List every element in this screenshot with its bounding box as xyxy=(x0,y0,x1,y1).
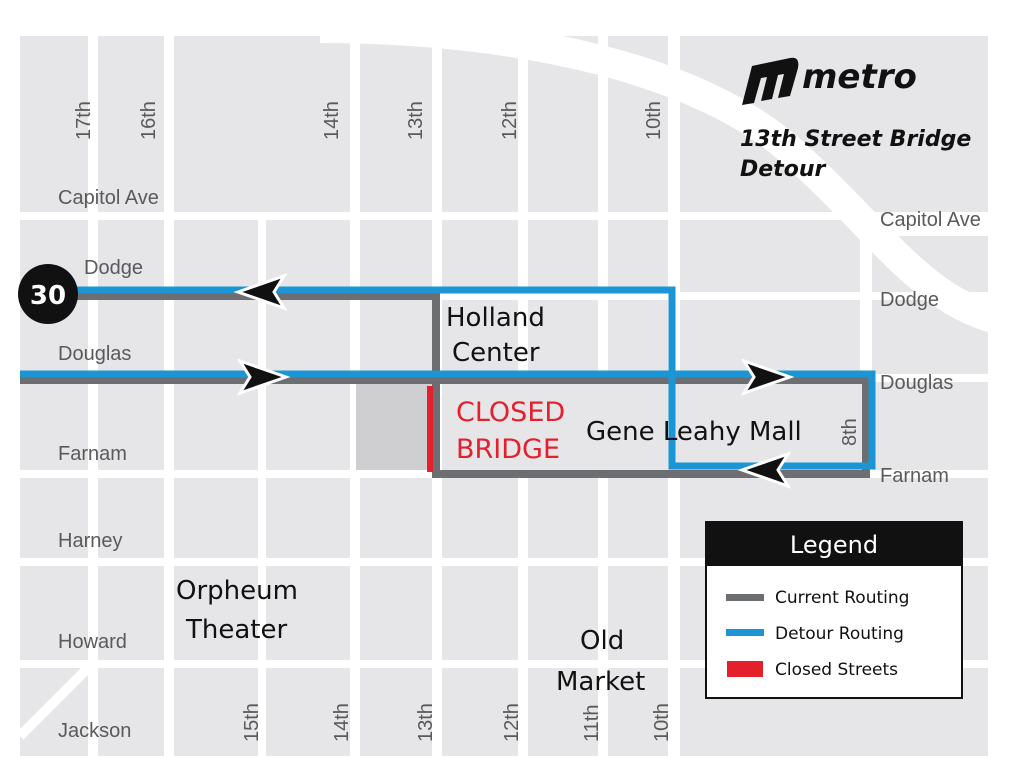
arrow-left-icon xyxy=(233,273,288,311)
street-capitol-left: Capitol Ave xyxy=(58,187,159,209)
street-13th-bottom: 13th xyxy=(415,703,437,742)
direction-arrows xyxy=(233,273,795,489)
title-line1: 13th Street Bridge xyxy=(740,127,971,152)
street-12th-top: 12th xyxy=(499,101,521,140)
street-dodge-right: Dodge xyxy=(880,289,939,311)
street-14th-bottom: 14th xyxy=(331,703,353,742)
metro-logo: metro xyxy=(742,57,917,105)
closed-bridge-label: CLOSED BRIDGE xyxy=(456,397,565,465)
legend-label-current: Current Routing xyxy=(775,588,909,608)
landmark-leahy: Gene Leahy Mall xyxy=(586,417,802,447)
street-13th-top: 13th xyxy=(405,101,427,140)
street-11th-bottom: 11th xyxy=(581,705,603,742)
landmark-holland-line2: Center xyxy=(452,338,540,368)
street-jackson: Jackson xyxy=(58,720,131,742)
landmark-orpheum-line2: Theater xyxy=(185,615,287,645)
route-badge-circle xyxy=(18,264,78,324)
street-10th-top: 10th xyxy=(643,101,665,140)
arrow-left-icon xyxy=(737,451,792,489)
route-number: 30 xyxy=(30,281,66,311)
street-16th-top: 16th xyxy=(138,101,160,140)
street-capitol-right: Capitol Ave xyxy=(880,209,981,231)
street-dodge-left: Dodge xyxy=(84,257,143,279)
street-farnam-left: Farnam xyxy=(58,443,127,465)
closed-label-line2: BRIDGE xyxy=(456,434,560,465)
legend-title: Legend xyxy=(790,531,878,559)
current-routing xyxy=(20,292,870,478)
landmark-orpheum-line1: Orpheum xyxy=(176,576,298,606)
street-17th-top: 17th xyxy=(73,101,95,140)
street-14th-top: 14th xyxy=(321,101,343,140)
street-harney: Harney xyxy=(58,530,122,552)
street-10th-bottom: 10th xyxy=(651,703,673,742)
map-title: 13th Street Bridge Detour xyxy=(740,127,971,182)
ns-street-labels-bottom: 15th 14th 13th 12th 11th 10th 8th xyxy=(241,418,861,742)
legend-label-closed: Closed Streets xyxy=(775,660,898,680)
closed-label-line1: CLOSED xyxy=(456,397,565,428)
ew-street-labels: Capitol Ave Capitol Ave Dodge Dodge Doug… xyxy=(58,187,981,742)
landmark-market-line1: Old xyxy=(580,626,624,656)
closed-block xyxy=(356,382,432,470)
ns-street-labels-top: 17th 16th 14th 13th 12th 10th xyxy=(73,101,665,140)
street-farnam-right: Farnam xyxy=(880,465,949,487)
arrow-right-icon xyxy=(740,358,795,396)
diagonal-road xyxy=(16,656,100,740)
landmark-holland-line1: Holland xyxy=(446,303,545,333)
street-15th-bottom: 15th xyxy=(241,703,263,742)
freeway xyxy=(319,13,1005,335)
legend-swatch-current xyxy=(726,594,764,601)
brand-name: metro xyxy=(802,57,917,97)
street-12th-bottom: 12th xyxy=(501,703,523,742)
legend-swatch-detour xyxy=(726,629,764,636)
legend-swatch-closed xyxy=(727,661,763,677)
street-douglas-right: Douglas xyxy=(880,372,953,394)
route-badge: 30 xyxy=(18,264,78,324)
arrow-right-icon xyxy=(236,358,291,396)
legend-header xyxy=(706,522,962,566)
street-8th: 8th xyxy=(839,418,861,446)
landmark-labels: Holland Center Gene Leahy Mall Orpheum T… xyxy=(176,303,802,697)
street-howard: Howard xyxy=(58,631,127,653)
landmark-market-line2: Market xyxy=(556,667,645,697)
legend-label-detour: Detour Routing xyxy=(775,624,904,644)
legend: Legend Current Routing Detour Routing Cl… xyxy=(705,521,963,699)
street-douglas-left: Douglas xyxy=(58,343,131,365)
title-line2: Detour xyxy=(740,157,826,182)
closed-street xyxy=(427,386,433,472)
metro-m-icon xyxy=(742,57,799,105)
